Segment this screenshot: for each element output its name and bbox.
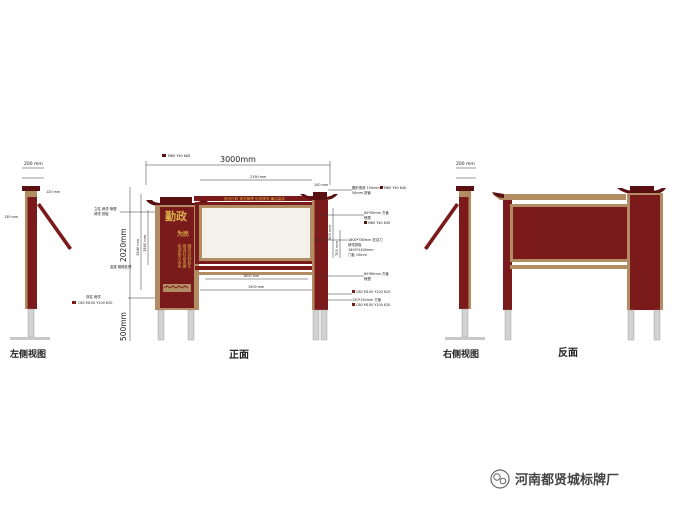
right-side-view: 200 mm 右侧视图 <box>424 161 485 360</box>
back-left-roof-tip <box>492 192 504 198</box>
right-note-4: 60*80mm 方管 <box>364 271 389 276</box>
left-view-label: 左侧视图 <box>9 348 46 360</box>
right-view-label: 右侧视图 <box>442 348 479 360</box>
right-note-3d: 1800*1400mm <box>348 248 374 252</box>
right-note-1c: M80 Y40 K40 <box>384 186 406 190</box>
left-note-swatch <box>72 301 76 304</box>
left-side-view: 200 mm 120 mm 130 mm 左侧视图 <box>4 161 72 360</box>
base-height-label: 500mm <box>119 312 128 341</box>
left-note-2: 烤漆 铁板 <box>94 211 109 216</box>
top-color-swatch <box>162 154 166 157</box>
back-left-post <box>503 200 512 310</box>
main-height-label: 2020mm <box>119 228 128 262</box>
back-top-rail <box>492 194 626 200</box>
left-panel-height-label: 1940 mm <box>136 238 140 256</box>
left-side-leg <box>27 308 35 338</box>
right-width-label: 200 mm <box>456 161 475 167</box>
back-lower-beam <box>510 265 630 269</box>
back-right-roof-top <box>630 186 654 191</box>
right-note-5-swatch <box>352 290 355 293</box>
left-roof-top <box>160 197 192 203</box>
left-note-3: 金属 粗糙处理 <box>110 264 132 269</box>
left-side-brace <box>37 203 72 250</box>
lower-beam-2 <box>195 272 317 275</box>
right-note-1: 圆形角铁 150mm <box>352 185 380 190</box>
right-note-3b: 烤漆铁板 <box>348 242 362 247</box>
panel-vertical-line-2: 推进社会发展 <box>183 243 188 269</box>
right-note-1-swatch <box>380 186 383 189</box>
bottom-width-label: 1800 mm <box>243 274 260 278</box>
back-leg-2 <box>627 309 635 341</box>
right-note-2: 60*50mm 方管 <box>364 210 389 215</box>
right-note-1b: 50mm 铁管 <box>352 190 371 195</box>
left-side-cap-base <box>25 191 37 197</box>
left-panel-mid-label: 1560 mm <box>143 234 147 252</box>
panel-decor-pattern <box>163 285 189 289</box>
right-post <box>312 200 328 310</box>
left-side-cap <box>22 186 40 191</box>
right-side-leg <box>461 308 469 338</box>
right-side-cap-base <box>459 191 471 197</box>
right-roof-top <box>313 192 327 197</box>
right-side-post-edge <box>468 197 471 309</box>
top-offset-label: 100 mm <box>314 183 329 187</box>
right-note-2c: M80 Y40 K40 <box>368 221 390 225</box>
left-leg-1 <box>157 309 165 341</box>
lower-width-label: 1900 mm <box>248 285 265 289</box>
left-width-label: 200 mm <box>24 161 43 167</box>
left-side-post <box>25 197 37 309</box>
main-board-display <box>202 208 310 258</box>
back-board <box>513 207 627 259</box>
right-note-3c: 门板 10mm <box>348 252 367 257</box>
panel-subtitle: 为民 <box>177 230 189 238</box>
right-side-foot <box>445 337 485 340</box>
panel-decor-band <box>163 284 191 292</box>
panel-title: 勤政 <box>165 209 188 223</box>
right-leg-2 <box>320 309 328 341</box>
watermark: 河南都贤城标牌厂 <box>490 469 619 489</box>
watermark-text: 河南都贤城标牌厂 <box>515 472 619 488</box>
top-color-note: M80 Y40 K80 <box>168 154 190 158</box>
wechat-logo-bubble-2 <box>499 477 507 485</box>
back-leg-3 <box>653 309 661 341</box>
right-mid-label: 900 mm <box>328 224 332 240</box>
front-view-label: 正面 <box>229 349 249 361</box>
top-beam <box>194 196 320 201</box>
right-side-cap <box>456 186 474 191</box>
right-post-edge <box>312 200 315 310</box>
panel-vertical-line-1: 协调各方关系 <box>178 243 183 268</box>
total-width-label: 3000mm <box>220 155 256 164</box>
left-side-mid-note: 130 mm <box>4 215 19 219</box>
left-side-foot <box>10 337 50 340</box>
back-view-label: 反面 <box>558 346 578 359</box>
right-note-2b: 喷塑 <box>364 215 371 220</box>
panel-vertical-line-3: 服务百姓民生 <box>188 243 193 268</box>
left-side-post-edge <box>25 197 28 309</box>
front-view: 3000mm M80 Y40 K80 2190 mm 100 mm 2020mm… <box>72 154 406 361</box>
back-leg-1 <box>504 309 512 341</box>
left-leg-2 <box>187 309 195 341</box>
lower-beam-1 <box>195 266 317 270</box>
right-note-6b: C80 M100 Y100 K20 <box>356 303 390 307</box>
right-leg-1 <box>312 309 320 341</box>
back-right-panel <box>630 195 660 310</box>
left-side-top-note: 120 mm <box>46 190 61 194</box>
right-side-post <box>459 197 471 309</box>
right-note-4b: 喷塑 <box>364 276 371 281</box>
left-note-1: 立柱 烤漆 喷塑 <box>94 206 117 211</box>
header-text: 依法行政 规范管理 优质服务 廉洁高效 <box>224 196 285 201</box>
right-side-brace <box>424 203 459 250</box>
left-note-5: 双柱 烤漆 <box>86 294 101 299</box>
wechat-logo-bubble-1 <box>493 473 501 481</box>
right-note-3: 1800*780mm 亚克力 <box>348 237 383 242</box>
inner-width-label: 2190 mm <box>250 175 267 179</box>
left-note-4: C80 M100 Y100 K20 <box>78 301 112 305</box>
right-note-6-swatch <box>352 303 355 306</box>
right-note-5: C80 M100 Y100 K20 <box>356 290 390 294</box>
right-lower-label: 700 mm <box>335 240 339 256</box>
right-note-6: 150*150mm 方管 <box>352 297 382 302</box>
right-note-2-swatch <box>364 221 367 224</box>
back-view: 反面 <box>492 186 666 359</box>
